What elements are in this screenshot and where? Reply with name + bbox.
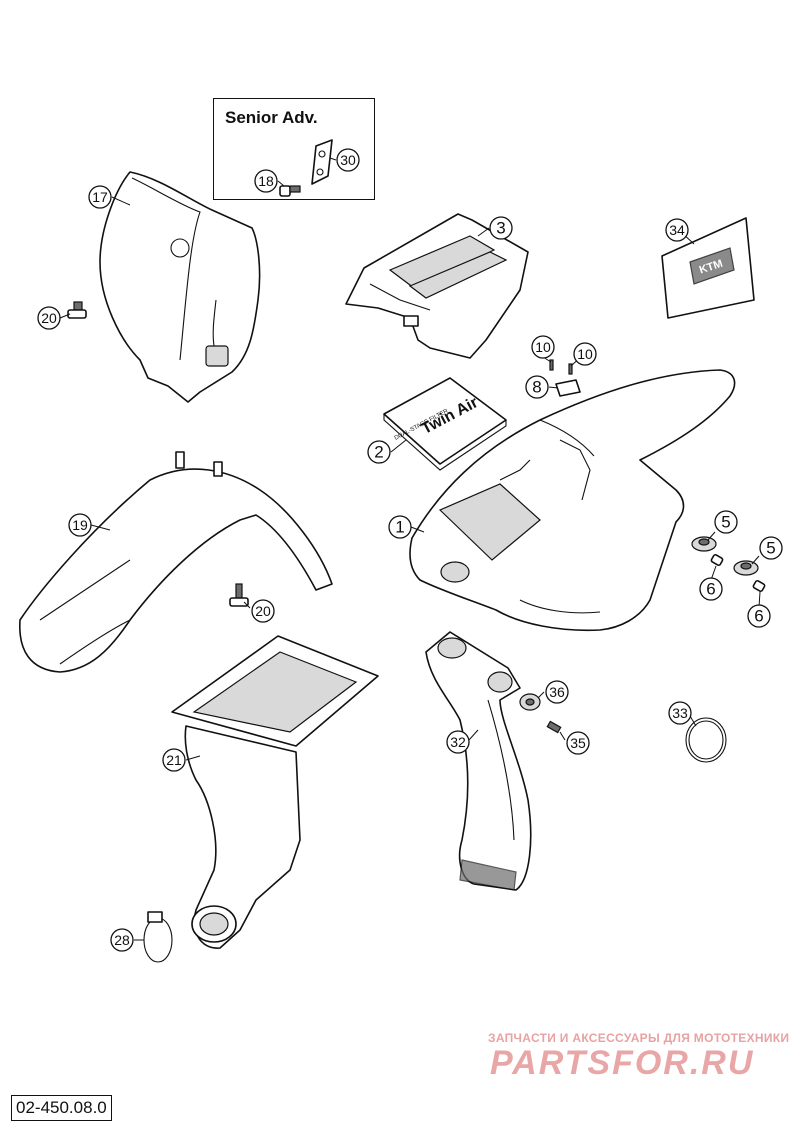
callout-19-label: 19 bbox=[72, 517, 88, 533]
callout-8-label: 8 bbox=[532, 378, 541, 397]
callout-10b-label: 10 bbox=[577, 346, 593, 362]
watermark-logo: PARTSFOR.RU bbox=[490, 1044, 755, 1082]
callout-10a-label: 10 bbox=[535, 339, 551, 355]
callout-3-label: 3 bbox=[496, 219, 505, 238]
callout-18: 18 bbox=[254, 169, 278, 193]
callout-6a-label: 6 bbox=[706, 580, 715, 599]
callout-2: 2 bbox=[367, 440, 391, 464]
callout-28-label: 28 bbox=[114, 932, 130, 948]
part-33-ring-clamp bbox=[685, 717, 727, 763]
callout-5a-label: 5 bbox=[721, 513, 730, 532]
part-28-hose-clamp bbox=[143, 911, 173, 963]
callout-35: 35 bbox=[566, 731, 590, 755]
callout-35-label: 35 bbox=[570, 735, 586, 751]
watermark-tagline: ЗАПЧАСТИ И АКСЕССУАРЫ ДЛЯ МОТОТЕХНИКИ bbox=[488, 1031, 790, 1045]
part-17-number-plate bbox=[99, 171, 261, 403]
callout-2-label: 2 bbox=[374, 443, 383, 462]
callout-30-label: 30 bbox=[340, 152, 356, 168]
part-35-screw bbox=[546, 720, 562, 734]
callout-5b: 5 bbox=[759, 536, 783, 560]
callout-36: 36 bbox=[545, 680, 569, 704]
callout-1: 1 bbox=[388, 515, 412, 539]
callout-8: 8 bbox=[525, 375, 549, 399]
part-30-bracket bbox=[311, 139, 333, 185]
callout-1-label: 1 bbox=[395, 518, 404, 537]
callout-17: 17 bbox=[88, 185, 112, 209]
part-2-filter-pack: Twin Air DUAL-STAGE FILTER bbox=[383, 377, 507, 471]
part-32-intake-duct bbox=[425, 631, 532, 891]
callout-6b-label: 6 bbox=[754, 607, 763, 626]
callout-33-label: 33 bbox=[672, 705, 688, 721]
part-1-rear-fender bbox=[409, 369, 736, 632]
callout-6b: 6 bbox=[747, 604, 771, 628]
callout-19: 19 bbox=[68, 513, 92, 537]
part-6-bolt-b bbox=[752, 579, 766, 593]
callout-17-label: 17 bbox=[92, 189, 108, 205]
part-20-bolt-top bbox=[67, 301, 87, 319]
callout-33: 33 bbox=[668, 701, 692, 725]
callout-5b-label: 5 bbox=[766, 539, 775, 558]
callout-20b-label: 20 bbox=[255, 603, 271, 619]
part-6-bolt-a bbox=[710, 553, 724, 567]
senior-adv-inset bbox=[213, 98, 375, 200]
callout-20a: 20 bbox=[37, 306, 61, 330]
callout-34: 34 bbox=[665, 218, 689, 242]
callout-21: 21 bbox=[162, 748, 186, 772]
callout-32-label: 32 bbox=[450, 734, 466, 750]
part-19-front-fender bbox=[19, 451, 333, 673]
callout-34-label: 34 bbox=[669, 222, 685, 238]
part-5-grommet-a bbox=[691, 536, 717, 552]
inset-title: Senior Adv. bbox=[225, 108, 318, 127]
callout-10a: 10 bbox=[531, 335, 555, 359]
callout-28: 28 bbox=[110, 928, 134, 952]
callout-3: 3 bbox=[489, 216, 513, 240]
leader-lines bbox=[59, 157, 761, 941]
callout-5a: 5 bbox=[714, 510, 738, 534]
callout-36-label: 36 bbox=[549, 684, 565, 700]
callout-20a-label: 20 bbox=[41, 310, 57, 326]
part-10-screw-b bbox=[568, 363, 573, 375]
callout-30: 30 bbox=[336, 148, 360, 172]
callout-20b: 20 bbox=[251, 599, 275, 623]
callout-21-label: 21 bbox=[166, 752, 182, 768]
part-8-clip bbox=[555, 379, 581, 397]
part-10-screw-a bbox=[549, 359, 554, 371]
part-21-intake-boot bbox=[171, 635, 379, 949]
document-number: 02-450.08.0 bbox=[11, 1095, 112, 1121]
callout-18-label: 18 bbox=[258, 173, 274, 189]
part-5-grommet-b bbox=[733, 560, 759, 576]
callout-6a: 6 bbox=[699, 577, 723, 601]
part-34-sticker: KTM bbox=[661, 217, 755, 319]
part-3-airbox-cover bbox=[345, 213, 529, 359]
part-36-washer bbox=[519, 693, 541, 711]
callout-32: 32 bbox=[446, 730, 470, 754]
part-20-bolt-mid bbox=[229, 583, 249, 607]
part-18-bolt bbox=[279, 185, 301, 197]
callout-10b: 10 bbox=[573, 342, 597, 366]
